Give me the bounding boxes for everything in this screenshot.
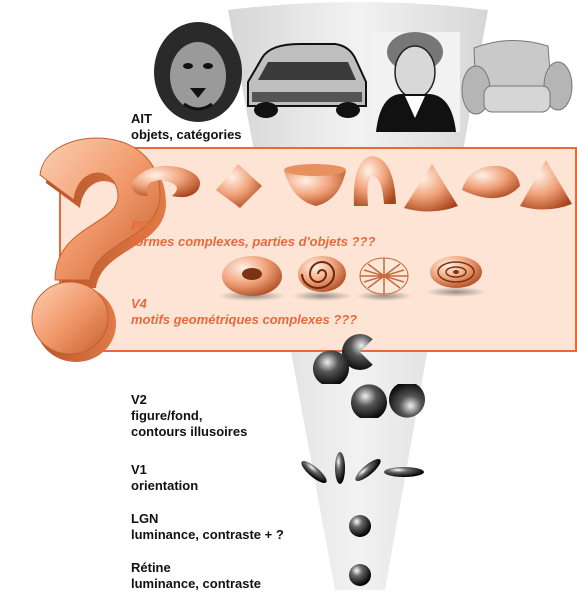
car-icon <box>248 44 366 118</box>
level-lgn-name: LGN <box>131 511 284 527</box>
level-pit-label: PIT formes complexes, parties d'objets ?… <box>131 218 375 250</box>
oriented-bar-2 <box>335 452 345 484</box>
lgn-center-surround-icon <box>349 515 371 537</box>
level-v4-desc: motifs geométriques complexes ??? <box>131 312 357 328</box>
level-v1-label: V1 orientation <box>131 462 198 494</box>
level-retine-desc: luminance, contraste <box>131 576 261 592</box>
oriented-bar-4 <box>384 467 424 477</box>
level-ait-label: AIT objets, catégories <box>131 111 242 143</box>
retina-center-surround-icon <box>349 564 371 586</box>
concentric-rings-shape <box>430 256 482 288</box>
portrait-icon <box>372 32 460 132</box>
level-v2-desc2: contours illusoires <box>131 424 247 440</box>
level-pit-desc: formes complexes, parties d'objets ??? <box>131 234 375 250</box>
lion-icon <box>154 22 242 122</box>
level-pit-name: PIT <box>131 218 375 234</box>
starburst-shape <box>360 258 408 294</box>
level-lgn-label: LGN luminance, contraste + ? <box>131 511 284 543</box>
level-ait-name: AIT <box>131 111 242 127</box>
armchair-icon <box>462 40 572 114</box>
level-retine-name: Rétine <box>131 560 261 576</box>
level-lgn-desc: luminance, contraste + ? <box>131 527 284 543</box>
level-v1-name: V1 <box>131 462 198 478</box>
level-retine-label: Rétine luminance, contraste <box>131 560 261 592</box>
level-v1-desc: orientation <box>131 478 198 494</box>
level-v2-label: V2 figure/fond, contours illusoires <box>131 392 247 440</box>
level-v4-name: V4 <box>131 296 357 312</box>
spiral-shape <box>298 256 346 292</box>
torus-shape <box>222 256 282 296</box>
level-v2-desc: figure/fond, <box>131 408 247 424</box>
level-v4-label: V4 motifs geométriques complexes ??? <box>131 296 357 328</box>
level-v2-name: V2 <box>131 392 247 408</box>
level-ait-desc: objets, catégories <box>131 127 242 143</box>
